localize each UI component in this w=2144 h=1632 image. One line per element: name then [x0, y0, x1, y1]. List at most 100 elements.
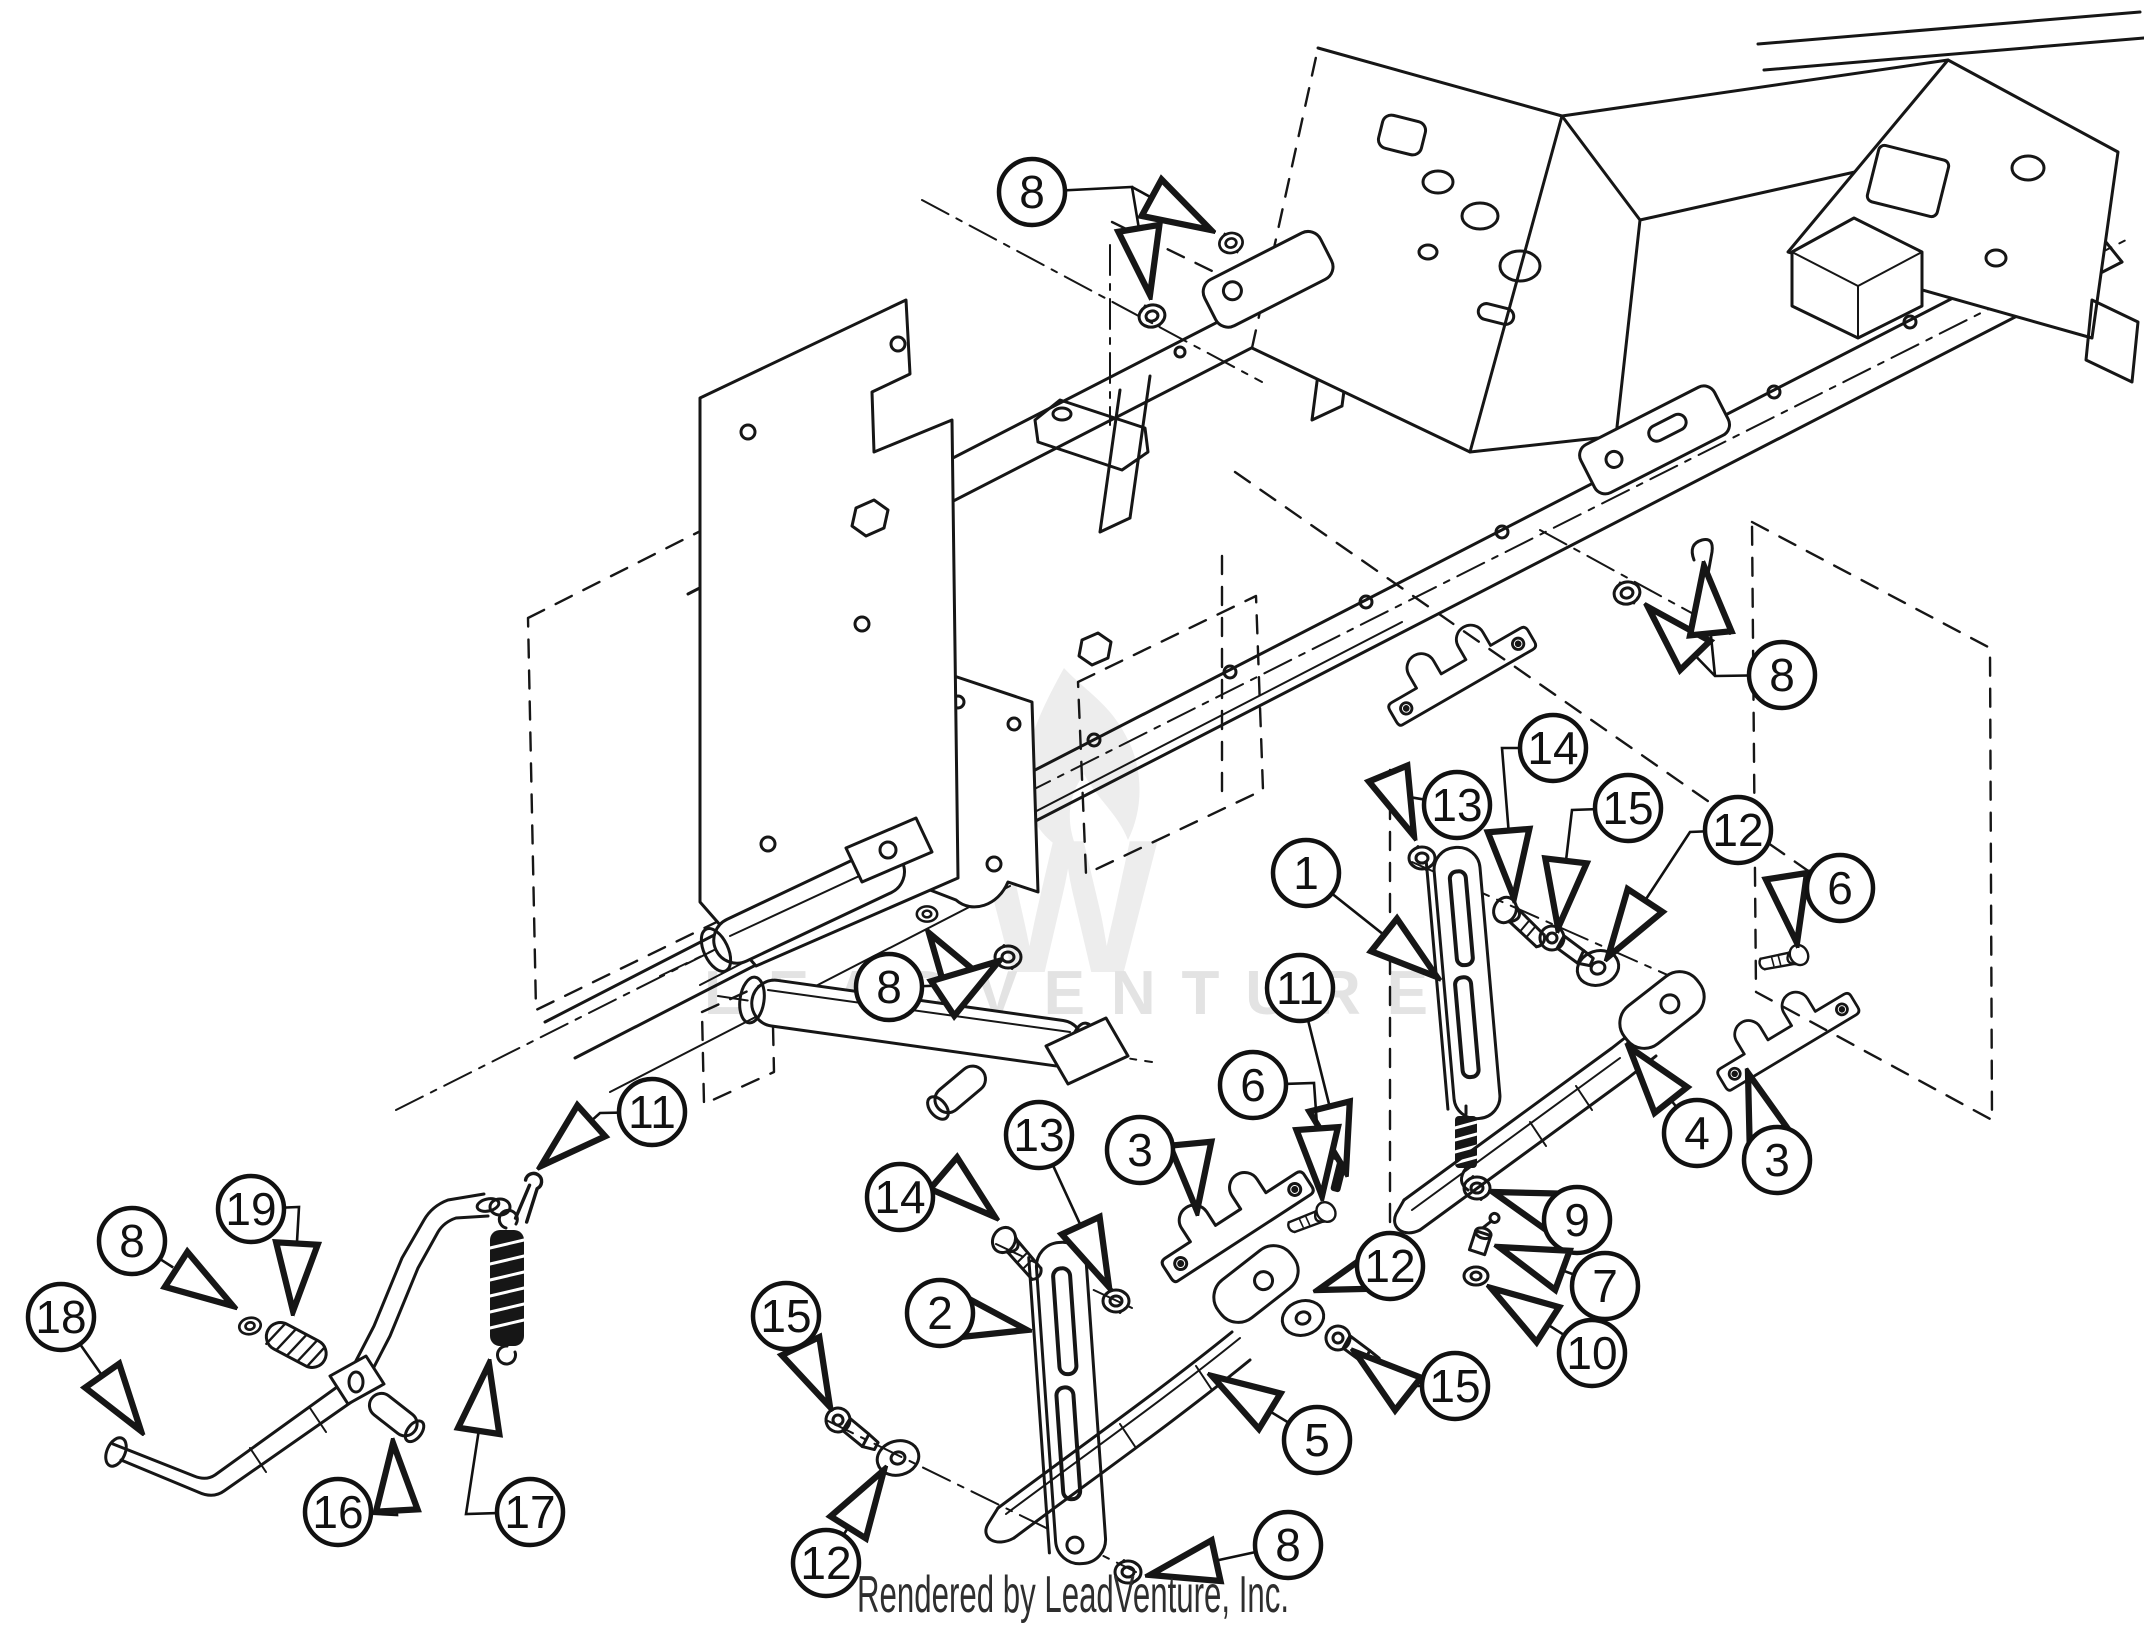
- callout-balloon[interactable]: [1592, 772, 1664, 844]
- callout-balloon[interactable]: [1804, 852, 1876, 924]
- callout-balloon[interactable]: [616, 1076, 688, 1148]
- callout-6-10[interactable]: 6: [1217, 1049, 1322, 1196]
- callout-balloon[interactable]: [1003, 1099, 1075, 1171]
- callout-11-8[interactable]: 11: [1264, 952, 1346, 1172]
- callout-leader: [1704, 566, 1715, 677]
- callout-balloon[interactable]: [904, 1277, 976, 1349]
- callout-number: 14: [1527, 722, 1578, 774]
- callout-balloon[interactable]: [1217, 1049, 1289, 1121]
- callout-11-24[interactable]: 11: [541, 1076, 688, 1166]
- callout-number: 9: [1564, 1194, 1590, 1246]
- callout-balloon[interactable]: [1746, 639, 1818, 711]
- washer-12-mid: [1276, 1293, 1330, 1343]
- callout-balloon[interactable]: [1541, 1184, 1613, 1256]
- callout-leader: [131, 1239, 233, 1306]
- lever-assembly: [104, 1170, 545, 1497]
- callout-number: 12: [800, 1537, 851, 1589]
- callout-balloon[interactable]: [1252, 1509, 1324, 1581]
- callout-9-16[interactable]: 9: [1493, 1184, 1613, 1256]
- callout-3-12[interactable]: 3: [1741, 1073, 1813, 1196]
- callout-balloon[interactable]: [1104, 1114, 1176, 1186]
- callout-balloon[interactable]: [1702, 794, 1774, 866]
- callout-balloon[interactable]: [1556, 1317, 1628, 1389]
- callout-number: 15: [1429, 1360, 1480, 1412]
- callout-number: 8: [119, 1215, 145, 1267]
- callout-balloon[interactable]: [853, 951, 925, 1023]
- callout-15-4[interactable]: 15: [1558, 772, 1664, 928]
- callout-balloon[interactable]: [1741, 1124, 1813, 1196]
- callout-balloon[interactable]: [1517, 712, 1589, 784]
- callout-14-15[interactable]: 14: [864, 1161, 995, 1233]
- callout-4-11[interactable]: 4: [1629, 1047, 1733, 1169]
- bolt-6-right: [1756, 935, 1814, 985]
- callout-15-21[interactable]: 15: [1355, 1350, 1491, 1422]
- callout-15-22[interactable]: 15: [750, 1280, 830, 1407]
- callout-number: 12: [1364, 1240, 1415, 1292]
- callout-balloon[interactable]: [1661, 1097, 1733, 1169]
- callout-12-17[interactable]: 12: [1318, 1230, 1426, 1302]
- callout-19-25[interactable]: 19: [215, 1173, 299, 1311]
- callout-1-7[interactable]: 1: [1270, 837, 1437, 977]
- callout-number: 8: [1019, 166, 1045, 218]
- callout-balloon[interactable]: [996, 156, 1068, 228]
- callout-number: 2: [927, 1287, 953, 1339]
- top-bolt-bracket: [1134, 228, 1335, 333]
- callout-13-3[interactable]: 13: [1397, 769, 1493, 841]
- callout-balloon[interactable]: [1354, 1230, 1426, 1302]
- callout-14-2[interactable]: 14: [1502, 712, 1589, 898]
- callout-number: 12: [1712, 804, 1763, 856]
- callout-balloon[interactable]: [1421, 769, 1493, 841]
- callout-17-29[interactable]: 17: [466, 1364, 566, 1548]
- nut-8-top-a: [1134, 299, 1170, 333]
- callout-balloon[interactable]: [1264, 952, 1336, 1024]
- nut-8-top-b: [1215, 228, 1247, 258]
- callout-number: 15: [1602, 782, 1653, 834]
- callout-8-9[interactable]: 8: [853, 933, 999, 1023]
- callout-balloon[interactable]: [25, 1281, 97, 1353]
- callout-10-20[interactable]: 10: [1491, 1288, 1628, 1389]
- callout-8-31[interactable]: 8: [1150, 1509, 1324, 1581]
- callout-balloon[interactable]: [864, 1161, 936, 1233]
- callout-number: 6: [1240, 1059, 1266, 1111]
- callout-balloon[interactable]: [1281, 1404, 1353, 1476]
- callout-8-1[interactable]: 8: [1648, 566, 1818, 711]
- callout-8-26[interactable]: 8: [96, 1205, 233, 1306]
- callout-number: 13: [1431, 779, 1482, 831]
- callout-number: 11: [1276, 962, 1324, 1014]
- callout-number: 10: [1566, 1327, 1617, 1379]
- roller-assembly: [699, 816, 1130, 1121]
- hanger-bracket-3-right: [1699, 965, 1863, 1094]
- nut-10: [1462, 1265, 1490, 1287]
- callout-12-30[interactable]: 12: [790, 1470, 884, 1599]
- callout-18-27[interactable]: 18: [25, 1281, 141, 1431]
- callout-balloon[interactable]: [1270, 837, 1342, 909]
- clip-8-right: [1690, 538, 1714, 576]
- callout-balloon[interactable]: [1419, 1350, 1491, 1422]
- callout-balloon[interactable]: [750, 1280, 822, 1352]
- callout-3-14[interactable]: 3: [1104, 1114, 1197, 1211]
- callout-7-18[interactable]: 7: [1499, 1247, 1641, 1322]
- callout-16-28[interactable]: 16: [302, 1443, 397, 1548]
- frame-hanger-bracket: [1370, 598, 1539, 729]
- fitting-7: [1467, 1207, 1502, 1257]
- callout-2-19[interactable]: 2: [904, 1277, 1027, 1349]
- callout-8-0[interactable]: 8: [996, 156, 1211, 295]
- nut-8-left: [236, 1314, 264, 1338]
- callout-5-23[interactable]: 5: [1212, 1376, 1353, 1476]
- callout-balloon[interactable]: [1569, 1250, 1641, 1322]
- callout-balloon[interactable]: [96, 1205, 168, 1277]
- callout-balloon[interactable]: [790, 1527, 862, 1599]
- callout-balloon[interactable]: [302, 1476, 374, 1548]
- callout-balloon[interactable]: [494, 1476, 566, 1548]
- bolt-6-mid: [1284, 1192, 1341, 1247]
- callout-number: 4: [1684, 1107, 1710, 1159]
- fasteners-right: [1276, 844, 1814, 1370]
- callout-6-6[interactable]: 6: [1788, 852, 1876, 943]
- callout-13-13[interactable]: 13: [1003, 1099, 1109, 1287]
- callout-balloon[interactable]: [215, 1173, 287, 1245]
- callout-12-5[interactable]: 12: [1608, 794, 1774, 957]
- callout-number: 8: [1275, 1519, 1301, 1571]
- lift-arm-5: [984, 1244, 1300, 1544]
